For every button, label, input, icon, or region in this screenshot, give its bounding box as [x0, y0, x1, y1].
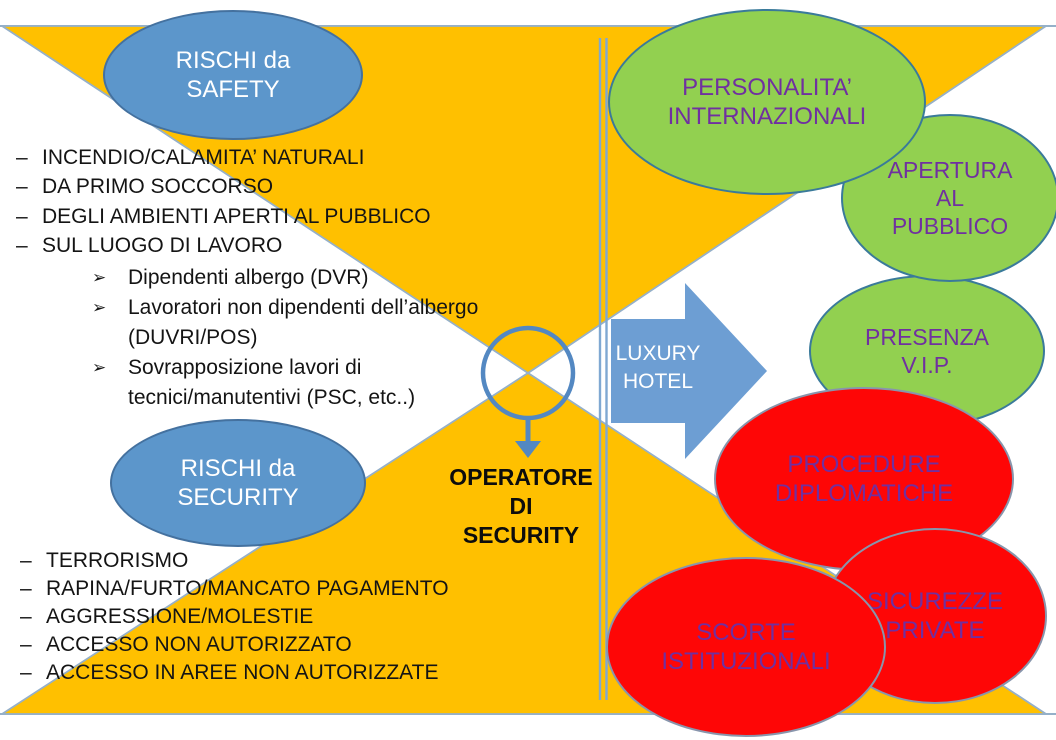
security-risks-bubble: RISCHI da SECURITY	[110, 419, 366, 547]
procedure-diplomatiche-bubble: PROCEDURE DIPLOMATICHE	[714, 387, 1014, 571]
personalita-internazionali-bubble: PERSONALITA’ INTERNAZIONALI	[608, 9, 926, 195]
list-item-text: ACCESSO NON AUTORIZZATO	[46, 633, 352, 656]
list-item: – AGGRESSIONE/MOLESTIE	[20, 603, 449, 631]
safety-risk-sublist: ➢ Dipendenti albergo (DVR) ➢ Lavoratori …	[92, 263, 478, 413]
list-item-text: DA PRIMO SOCCORSO	[42, 175, 274, 199]
list-item: ➢ Lavoratori non dipendenti dell’albergo	[92, 293, 478, 323]
presenza-vip-label: PRESENZA V.I.P.	[865, 323, 989, 378]
security-risks-label: RISCHI da SECURITY	[177, 454, 299, 511]
luxury-hotel-label: LUXURY HOTEL	[615, 342, 701, 393]
scorte-istituzionali-label: SCORTE ISTITUZIONALI	[661, 618, 831, 675]
list-item: – INCENDIO/CALAMITA’ NATURALI	[16, 143, 431, 173]
list-item-text: TERRORISMO	[46, 549, 189, 572]
list-item-text: SUL LUOGO DI LAVORO	[42, 234, 283, 258]
list-item-text: Lavoratori non dipendenti dell’albergo	[128, 296, 479, 319]
dash-bullet: –	[16, 204, 28, 228]
list-item: ➢ Sovrapposizione lavori di	[92, 353, 478, 383]
list-item-text: DEGLI AMBIENTI APERTI AL PUBBLICO	[42, 204, 431, 228]
arrow-bullet: ➢	[92, 268, 107, 287]
list-item-text: AGGRESSIONE/MOLESTIE	[46, 605, 314, 628]
procedure-diplomatiche-label: PROCEDURE DIPLOMATICHE	[774, 450, 954, 507]
list-item: – DEGLI AMBIENTI APERTI AL PUBBLICO	[16, 202, 431, 232]
list-item-text: tecnici/manutentivi (PSC, etc..)	[128, 386, 416, 409]
list-item: – DA PRIMO SOCCORSO	[16, 173, 431, 203]
dash-bullet: –	[16, 145, 28, 169]
dash-bullet: –	[16, 175, 28, 199]
personalita-internazionali-label: PERSONALITA’ INTERNAZIONALI	[667, 73, 867, 130]
list-item: – TERRORISMO	[20, 547, 449, 575]
list-item: – RAPINA/FURTO/MANCATO PAGAMENTO	[20, 575, 449, 603]
dash-bullet: –	[20, 633, 32, 656]
dash-bullet: –	[16, 234, 28, 258]
security-risk-list: – TERRORISMO – RAPINA/FURTO/MANCATO PAGA…	[20, 547, 449, 687]
dash-bullet: –	[20, 661, 32, 684]
scorte-istituzionali-bubble: SCORTE ISTITUZIONALI	[606, 557, 886, 737]
list-item: – ACCESSO IN AREE NON AUTORIZZATE	[20, 659, 449, 687]
operatore-di-security-label: OPERATORE DI SECURITY	[449, 464, 593, 548]
arrow-bullet: ➢	[92, 358, 107, 377]
list-item: tecnici/manutentivi (PSC, etc..)	[92, 383, 478, 413]
luxury-hotel-arrow	[611, 283, 767, 459]
list-item-text: Sovrapposizione lavori di	[128, 356, 362, 379]
list-item-text: Dipendenti albergo (DVR)	[128, 266, 369, 289]
sicurezze-private-label: SICUREZZE PRIVATE	[866, 587, 1003, 644]
safety-risks-bubble: RISCHI da SAFETY	[103, 10, 363, 140]
list-item: (DUVRI/POS)	[92, 323, 478, 353]
dash-bullet: –	[20, 549, 32, 572]
list-item-text: ACCESSO IN AREE NON AUTORIZZATE	[46, 661, 439, 684]
safety-risks-label: RISCHI da SAFETY	[175, 46, 291, 103]
list-item-text: RAPINA/FURTO/MANCATO PAGAMENTO	[46, 577, 449, 600]
apertura-pubblico-label: APERTURA AL PUBBLICO	[887, 156, 1013, 240]
connector-arrowhead	[515, 441, 541, 458]
safety-risk-list: – INCENDIO/CALAMITA’ NATURALI – DA PRIMO…	[16, 143, 431, 261]
list-item: ➢ Dipendenti albergo (DVR)	[92, 263, 478, 293]
list-item-text: INCENDIO/CALAMITA’ NATURALI	[42, 145, 365, 169]
list-item: – SUL LUOGO DI LAVORO	[16, 232, 431, 262]
list-item-text: (DUVRI/POS)	[128, 326, 258, 349]
dash-bullet: –	[20, 605, 32, 628]
connector-circle	[480, 325, 576, 421]
dash-bullet: –	[20, 577, 32, 600]
arrow-bullet: ➢	[92, 298, 107, 317]
list-item: – ACCESSO NON AUTORIZZATO	[20, 631, 449, 659]
